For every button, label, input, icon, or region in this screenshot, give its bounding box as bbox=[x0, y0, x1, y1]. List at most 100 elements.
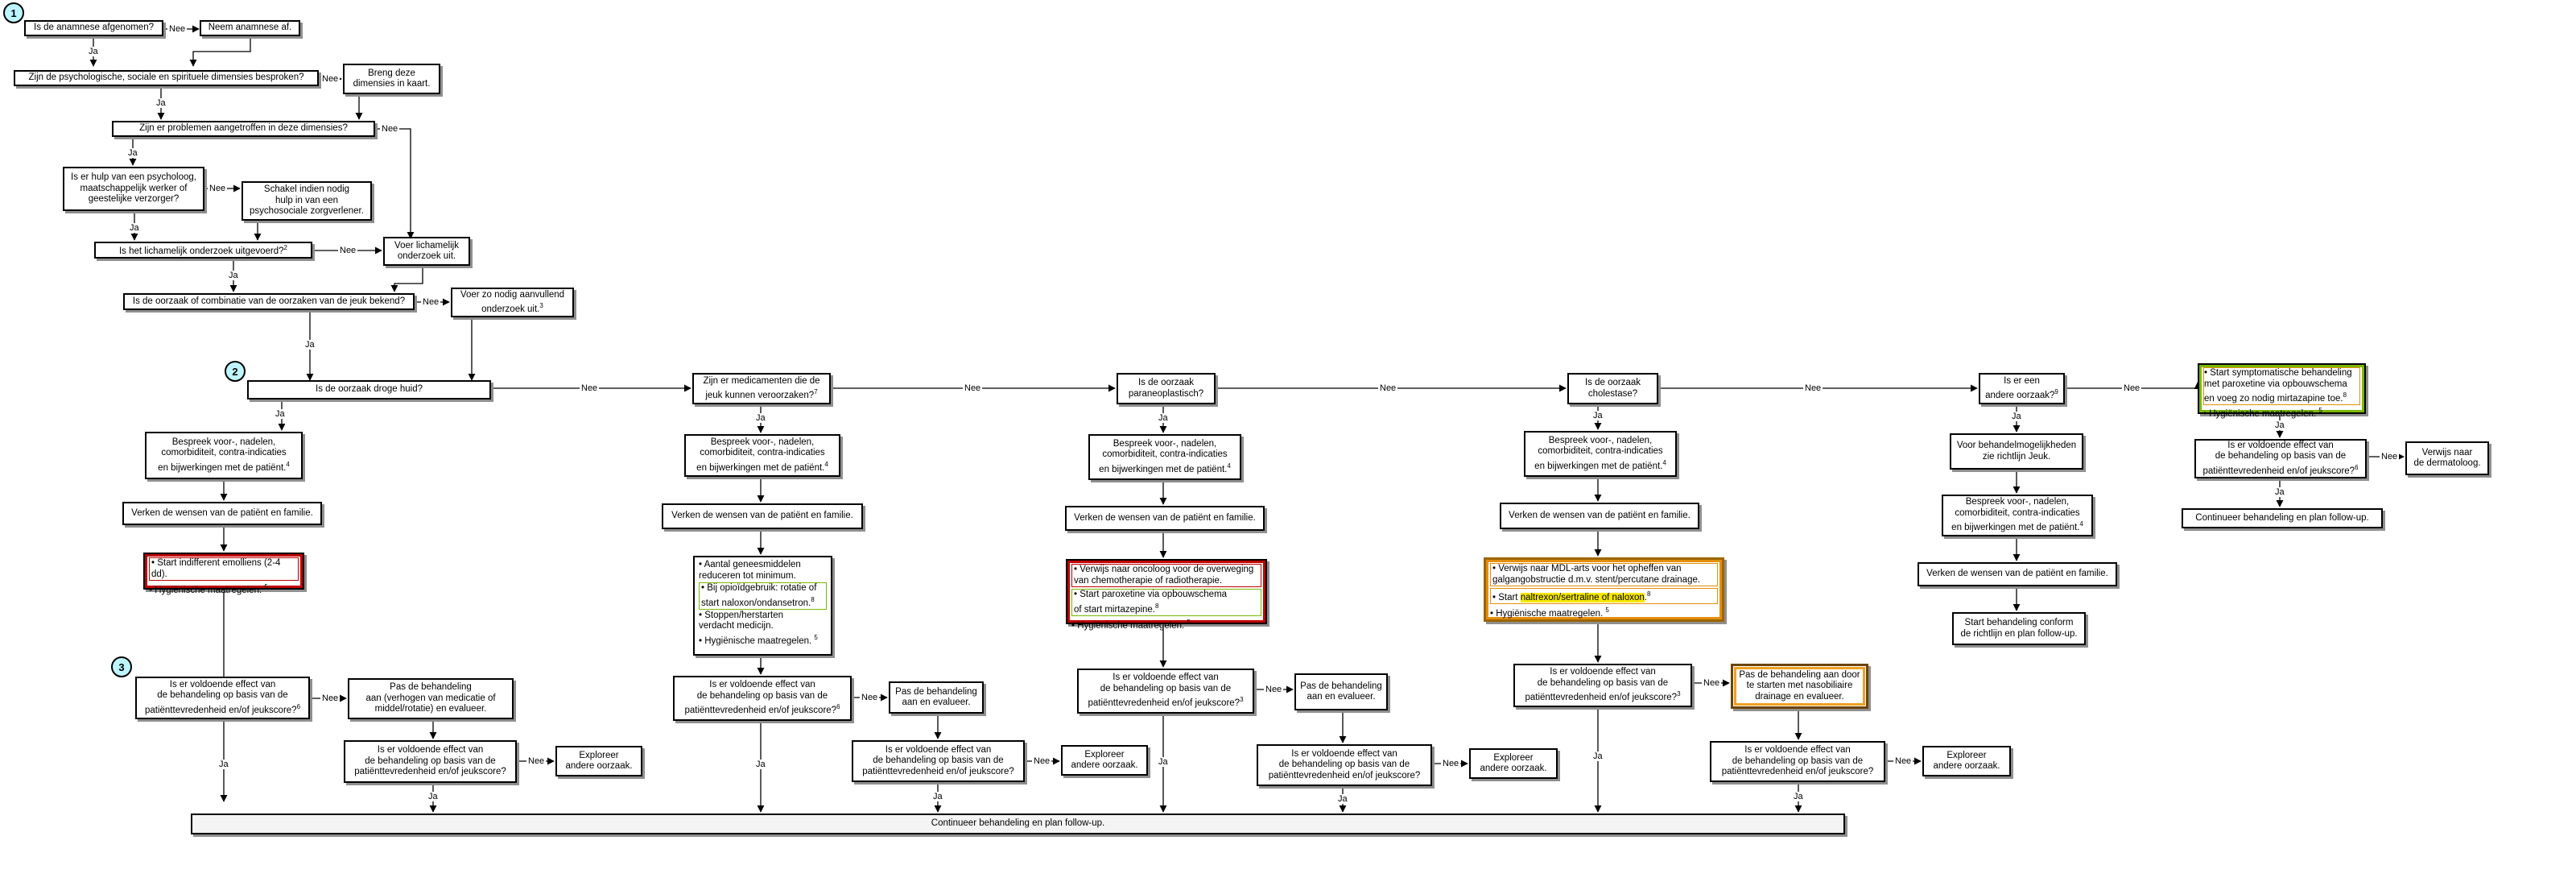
oorzaak-action: Voer zo nodig aanvullend onderzoek uit.3 bbox=[451, 288, 574, 317]
edge-label-nee: Nee bbox=[421, 297, 441, 307]
edge-label-ja: Ja bbox=[2273, 487, 2286, 497]
step-circle-3: 3 bbox=[111, 656, 132, 677]
c6-item-symptomatisch: • Start symptomatische behandeling met p… bbox=[2204, 368, 2352, 404]
footnote-marker: 5 bbox=[1605, 607, 1609, 615]
edge-label-nee: Nee bbox=[860, 693, 880, 702]
c5-richtlijn-text: Voor behandelmogelijkheden zie richtlijn… bbox=[1956, 441, 2077, 462]
c4-pas-box: Pas de behandeling aan door te starten m… bbox=[1731, 664, 1868, 709]
edge-label-nee: Nee bbox=[1893, 756, 1913, 766]
c1-item-hygiene-wrap: • Hygiënische maatregelen. 5 bbox=[149, 582, 299, 596]
edge-label-nee: Nee bbox=[2122, 383, 2142, 393]
edge-label-ja: Ja bbox=[2273, 420, 2286, 430]
c4-wensen-text: Verken de wensen van de patiënt en famil… bbox=[1509, 510, 1690, 520]
c1-effect-wrap: Is er voldoende effect van de behandelin… bbox=[141, 680, 304, 716]
oorzaak-question-text: Is de oorzaak of combinatie van de oorza… bbox=[132, 296, 406, 306]
andere-oorzaak-question: Is er een andere oorzaak?9 bbox=[1979, 373, 2065, 404]
edge-label-nee: Nee bbox=[1264, 685, 1284, 694]
c2-items-box: • Aantal geneesmiddelen reduceren tot mi… bbox=[693, 556, 832, 656]
c3-pas-box: Pas de behandeling aan en evalueer. bbox=[1294, 673, 1388, 710]
c4-bespreek-text: Bespreek voor-, nadelen, comorbiditeit, … bbox=[1534, 435, 1663, 471]
c2-item-stoppen: • Stoppen/herstarten verdacht medicijn. bbox=[699, 610, 784, 631]
c6-verwijs-text: Verwijs naar de dermatoloog. bbox=[2413, 447, 2481, 469]
c2-effect-question: Is er voldoende effect van de behandelin… bbox=[673, 676, 852, 721]
c4-effect-wrap: Is er voldoende effect van de behandelin… bbox=[1519, 667, 1686, 703]
c6-item-hygiene: • Hygiënische maatregelen. bbox=[2203, 409, 2317, 420]
andere-oorzaak-question-text: Is er een andere oorzaak? bbox=[1985, 375, 2055, 400]
footnote-marker: 4 bbox=[1227, 462, 1231, 470]
edge-label-ja: Ja bbox=[128, 223, 141, 233]
onderzoek-action-text: Voer lichamelijk onderzoek uit. bbox=[394, 240, 459, 262]
edge-label-ja: Ja bbox=[217, 760, 230, 769]
c1-effect-question: Is er voldoende effect van de behandelin… bbox=[135, 677, 310, 719]
c2-bespreek-box: Bespreek voor-, nadelen, comorbiditeit, … bbox=[684, 434, 840, 477]
c1-pas-box: Pas de behandeling aan (verhogen van med… bbox=[348, 678, 514, 719]
footnote-marker: 4 bbox=[286, 460, 290, 468]
footnote-marker: 5 bbox=[814, 633, 818, 641]
footnote-marker: 6 bbox=[2355, 463, 2359, 471]
edge-label-nee: Nee bbox=[963, 383, 983, 393]
c3-wensen-box: Verken de wensen van de patiënt en famil… bbox=[1065, 506, 1265, 531]
c2-item-hygiene-wrap: • Hygiënische maatregelen. 5 bbox=[699, 632, 827, 647]
c5-start-conform-text: Start behandeling conform de richtlijn e… bbox=[1960, 618, 2078, 639]
footnote-marker: 6 bbox=[836, 703, 840, 711]
edge-label-nee: Nee bbox=[320, 693, 341, 703]
c4-item-start-prefix: • Start bbox=[1492, 592, 1521, 602]
c3-bespreek-box: Bespreek voor-, nadelen, comorbiditeit, … bbox=[1088, 434, 1241, 480]
c3-pas-text: Pas de behandeling aan en evalueer. bbox=[1300, 681, 1382, 702]
c1-item-emolliens: • Start indifferent emolliens (2-4 dd). bbox=[149, 557, 299, 581]
edge-label-ja: Ja bbox=[1792, 792, 1805, 801]
c2-effect2-text: Is er voldoende effect van de behandelin… bbox=[862, 744, 1014, 776]
c2-item-hygiene: • Hygiënische maatregelen. bbox=[699, 636, 812, 646]
c1-exploreer-box: Exploreer andere oorzaak. bbox=[555, 746, 642, 776]
dimensies-action: Breng deze dimensies in kaart. bbox=[343, 64, 440, 94]
edge-label-nee: Nee bbox=[580, 383, 600, 393]
c5-bespreek-box: Bespreek voor-, nadelen, comorbiditeit, … bbox=[1942, 495, 2093, 536]
c4-wensen-box: Verken de wensen van de patiënt en famil… bbox=[1500, 503, 1699, 529]
edge-label-nee: Nee bbox=[2380, 452, 2400, 462]
cholestase-question: Is de oorzaak cholestase? bbox=[1567, 373, 1658, 404]
c4-item-start-suffix: . bbox=[1644, 592, 1647, 602]
footnote-marker: 3 bbox=[1240, 696, 1244, 704]
footnote-marker: 5 bbox=[1187, 618, 1191, 626]
hulp-action-text: Schakel indien nodig hulp in van een psy… bbox=[250, 184, 364, 217]
hulp-question: Is er hulp van een psycholoog, maatschap… bbox=[63, 167, 204, 211]
onderzoek-question: Is het lichamelijk onderzoek uitgevoerd?… bbox=[94, 242, 312, 259]
droge-huid-question-text: Is de oorzaak droge huid? bbox=[316, 384, 423, 395]
c4-exploreer-box: Exploreer andere oorzaak. bbox=[1922, 746, 2011, 776]
footnote-marker: 8 bbox=[1646, 590, 1651, 598]
c5-wensen-text: Verken de wensen van de patiënt en famil… bbox=[1926, 569, 2108, 579]
footnote-marker: 8 bbox=[1154, 602, 1159, 610]
edge-label-nee: Nee bbox=[1702, 678, 1722, 688]
anamnese-question: Is de anamnese afgenomen? bbox=[24, 20, 163, 36]
c6-effect-question: Is er voldoende effect van de behandelin… bbox=[2194, 439, 2367, 478]
footnote-marker: 3 bbox=[539, 302, 543, 310]
c2-effect2-question: Is er voldoende effect van de behandelin… bbox=[852, 740, 1025, 782]
edge-neem-anamnese bbox=[189, 36, 251, 67]
anamnese-question-text: Is de anamnese afgenomen? bbox=[34, 23, 154, 33]
edge-label-nee: Nee bbox=[338, 246, 358, 255]
edge-label-ja: Ja bbox=[126, 148, 139, 158]
c4-effect2-text: Is er voldoende effect van de behandelin… bbox=[1721, 745, 1874, 777]
footnote-marker: 5 bbox=[2318, 407, 2322, 415]
c4-item-hygiene-wrap: • Hygiënische maatregelen. 5 bbox=[1490, 605, 1718, 619]
oorzaak-action-wrap: Voer zo nodig aanvullend onderzoek uit.3 bbox=[456, 290, 568, 316]
c3-effect-text: Is er voldoende effect van de behandelin… bbox=[1088, 673, 1241, 709]
c1-wensen-text: Verken de wensen van de patiënt en famil… bbox=[131, 507, 313, 518]
medicamenten-question-text: Zijn er medicamenten die de jeuk kunnen … bbox=[703, 375, 820, 400]
c3-effect-wrap: Is er voldoende effect van de behandelin… bbox=[1083, 673, 1249, 709]
c3-item-oncoloog: • Verwijs naar oncoloog voor de overwegi… bbox=[1071, 564, 1261, 587]
c2-exploreer-box: Exploreer andere oorzaak. bbox=[1061, 745, 1148, 776]
problemen-question: Zijn er problemen aangetroffen in deze d… bbox=[112, 121, 375, 137]
edge-label-ja: Ja bbox=[754, 413, 767, 423]
onderzoek-action: Voer lichamelijk onderzoek uit. bbox=[383, 237, 470, 266]
c1-effect-text: Is er voldoende effect van de behandelin… bbox=[144, 679, 297, 715]
problemen-question-text: Zijn er problemen aangetroffen in deze d… bbox=[139, 123, 348, 134]
c3-exploreer-text: Exploreer andere oorzaak. bbox=[1480, 752, 1547, 774]
c2-item-opioid: • Bij opioïdgebruik: rotatie of start na… bbox=[701, 583, 817, 608]
c1-exploreer-text: Exploreer andere oorzaak. bbox=[565, 750, 633, 772]
c3-effect-question: Is er voldoende effect van de behandelin… bbox=[1077, 669, 1254, 714]
c2-wensen-box: Verken de wensen van de patiënt en famil… bbox=[662, 503, 863, 529]
c6-items-box: • Start symptomatische behandeling met p… bbox=[2198, 363, 2366, 419]
c3-item-paroxetine-wrap: • Start paroxetine via opbouwschema of s… bbox=[1071, 589, 1261, 616]
c2-exploreer-text: Exploreer andere oorzaak. bbox=[1071, 749, 1138, 771]
